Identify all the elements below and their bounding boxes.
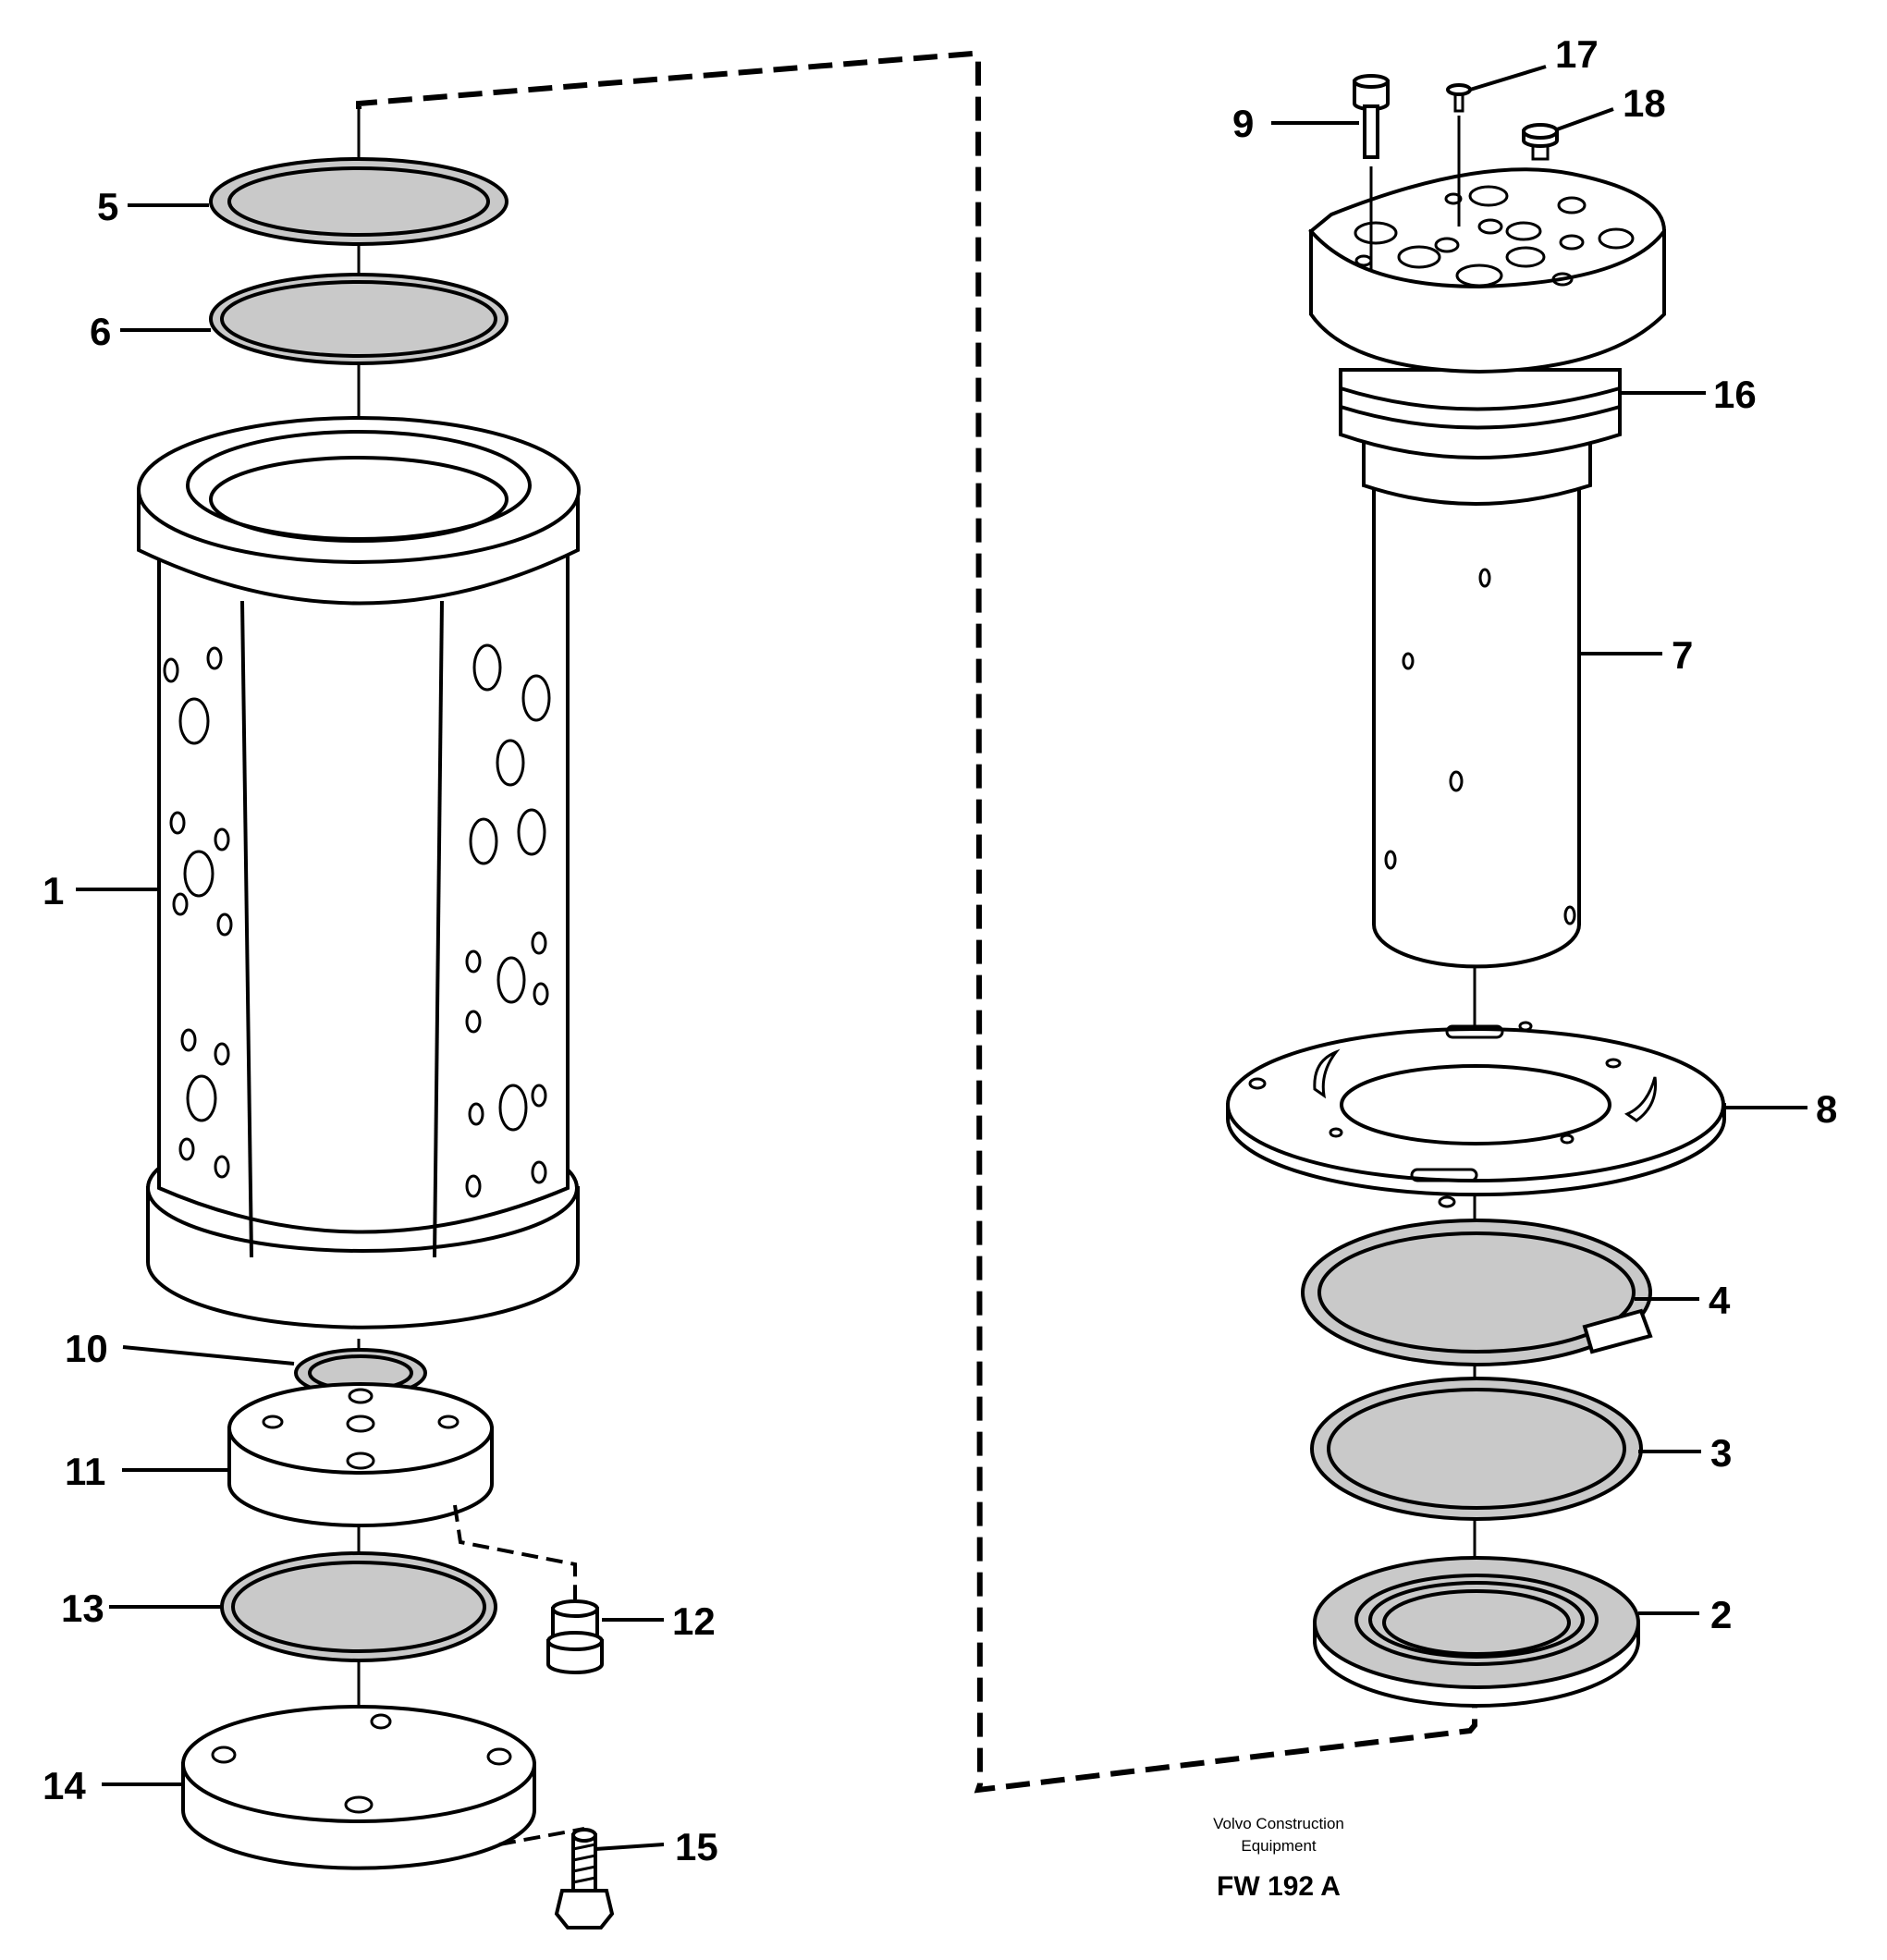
part-18-plug	[1522, 123, 1559, 161]
callout-18: 18	[1623, 81, 1666, 125]
callout-8: 8	[1816, 1087, 1837, 1131]
part-5-seal	[209, 157, 509, 246]
callout-1: 1	[43, 869, 64, 913]
callout-9: 9	[1232, 102, 1254, 145]
part-12-screw	[546, 1599, 604, 1674]
callout-6: 6	[90, 310, 111, 353]
callout-14: 14	[43, 1764, 86, 1807]
part-1-valve-housing	[137, 416, 581, 1329]
callout-17: 17	[1555, 32, 1599, 76]
part-9-screw	[1353, 74, 1390, 270]
figure-code: FW 192 A	[1217, 1871, 1341, 1902]
part-15-bolt	[554, 1828, 615, 1929]
screw-15-link	[498, 1827, 585, 1846]
leader-lines	[76, 65, 1807, 1851]
callout-2: 2	[1710, 1593, 1732, 1636]
assembly-dashed-line	[356, 50, 1477, 1794]
credit-line-2: Equipment	[1241, 1837, 1317, 1855]
callout-3: 3	[1710, 1431, 1732, 1475]
part-6-ring	[209, 273, 509, 365]
callout-16: 16	[1713, 373, 1757, 416]
part-11-cover	[227, 1382, 494, 1527]
callout-5: 5	[97, 185, 118, 228]
callout-7: 7	[1672, 633, 1693, 677]
callout-4: 4	[1709, 1279, 1731, 1322]
part-3-ring	[1310, 1377, 1643, 1521]
callout-10: 10	[65, 1327, 108, 1370]
part-4-circlip	[1301, 1219, 1653, 1366]
part-14-end-cover	[181, 1705, 536, 1870]
part-8-plate	[1226, 1021, 1726, 1208]
part-2-seal	[1313, 1556, 1640, 1708]
callout-15: 15	[675, 1825, 718, 1868]
callout-11: 11	[65, 1450, 105, 1493]
part-7-valve-core	[1308, 167, 1667, 969]
credit-line-1: Volvo Construction	[1213, 1815, 1344, 1832]
part-13-ring	[220, 1551, 497, 1662]
callout-13: 13	[61, 1586, 104, 1630]
callout-12: 12	[672, 1599, 716, 1643]
